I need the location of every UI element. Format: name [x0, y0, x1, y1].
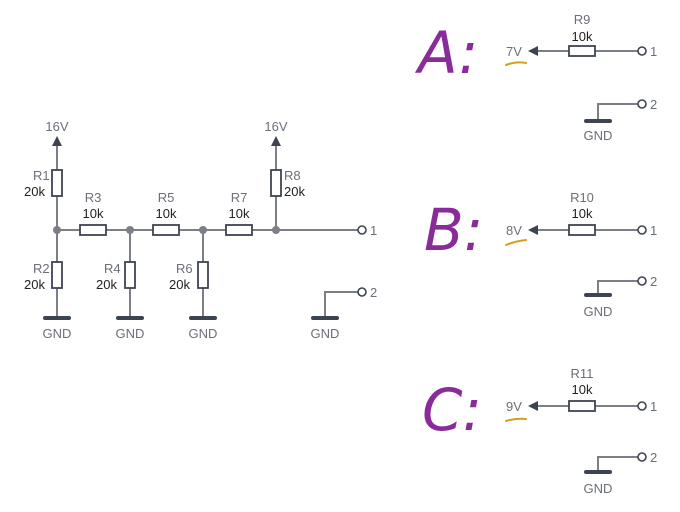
option-c-voltage: 9V	[506, 399, 522, 414]
r5-value: 10k	[156, 206, 177, 221]
r7-value: 10k	[229, 206, 250, 221]
junction-dot	[53, 226, 61, 234]
r8-value: 20k	[284, 184, 305, 199]
option-b-gnd-wire	[597, 280, 638, 294]
option-b-term2-label: 2	[650, 274, 657, 289]
resistor-r7	[225, 224, 253, 236]
r1-value: 20k	[24, 184, 45, 199]
resistor-r10	[568, 224, 596, 236]
option-c-term1-label: 1	[650, 399, 657, 414]
r8-name: R8	[284, 168, 301, 183]
r11-value: 10k	[572, 382, 593, 397]
option-b-term1-label: 1	[650, 223, 657, 238]
r4-value: 20k	[96, 277, 117, 292]
r2-name: R2	[33, 261, 50, 276]
option-a-term2-label: 2	[650, 97, 657, 112]
option-b-underline	[505, 239, 527, 246]
resistor-r5	[152, 224, 180, 236]
resistor-r6	[197, 261, 209, 289]
resistor-r8	[270, 169, 282, 197]
main-circuit: 16V R1 20k R2 20k GND R3 10k R4 20k GND …	[24, 119, 377, 341]
option-b-terminal-1	[637, 225, 647, 235]
r2-value: 20k	[24, 277, 45, 292]
option-a-gnd-label: GND	[584, 128, 613, 143]
option-c-terminal-1	[637, 401, 647, 411]
resistor-r2	[51, 261, 63, 289]
option-c-gnd-wire	[597, 456, 638, 471]
r5-name: R5	[158, 190, 175, 205]
r10-value: 10k	[572, 206, 593, 221]
resistor-r1	[51, 169, 63, 197]
option-b: B: 8V R10 10k 1 2 GND	[424, 190, 657, 319]
resistor-r4	[124, 261, 136, 289]
option-c-underline	[505, 417, 527, 422]
resistor-r3	[79, 224, 107, 236]
gnd-label-4: GND	[311, 326, 340, 341]
terminal-2-wire	[324, 291, 358, 317]
junction-dot	[199, 226, 207, 234]
r9-name: R9	[574, 12, 591, 27]
terminal-2	[357, 287, 367, 297]
gnd-label-3: GND	[189, 326, 218, 341]
option-a-terminal-1	[637, 46, 647, 56]
option-a-gnd-wire	[597, 103, 638, 120]
gnd-label-2: GND	[116, 326, 145, 341]
option-c-letter: C:	[422, 376, 482, 444]
option-b-letter: B:	[424, 196, 483, 264]
r7-name: R7	[231, 190, 248, 205]
r4-name: R4	[104, 261, 121, 276]
option-c-gnd-label: GND	[584, 481, 613, 496]
option-a-terminal-2	[637, 99, 647, 109]
r6-value: 20k	[169, 277, 190, 292]
r3-value: 10k	[83, 206, 104, 221]
right-supply-arrow	[271, 136, 281, 146]
option-c-terminal-2	[637, 452, 647, 462]
right-supply-label: 16V	[264, 119, 287, 134]
resistor-r9	[568, 45, 596, 57]
terminal-1-label: 1	[370, 223, 377, 238]
r1-name: R1	[33, 168, 50, 183]
option-a-letter: A:	[414, 19, 478, 87]
option-c-arrow	[528, 401, 538, 411]
terminal-1	[357, 225, 367, 235]
junction-dot	[126, 226, 134, 234]
r3-name: R3	[85, 190, 102, 205]
junction-dot	[272, 226, 280, 234]
r10-name: R10	[570, 190, 594, 205]
left-supply-label: 16V	[45, 119, 68, 134]
r9-value: 10k	[572, 29, 593, 44]
option-c-term2-label: 2	[650, 450, 657, 465]
option-a-underline	[505, 61, 527, 66]
option-b-voltage: 8V	[506, 223, 522, 238]
option-c: C: 9V R11 10k 1 2 GND	[422, 366, 657, 496]
option-b-arrow	[528, 225, 538, 235]
option-a-arrow	[528, 46, 538, 56]
resistor-r11	[568, 400, 596, 412]
r6-name: R6	[176, 261, 193, 276]
left-supply-arrow	[52, 136, 62, 146]
r11-name: R11	[571, 366, 594, 381]
option-a-term1-label: 1	[650, 44, 657, 59]
terminal-2-label: 2	[370, 285, 377, 300]
option-b-terminal-2	[637, 276, 647, 286]
option-a-voltage: 7V	[506, 44, 522, 59]
option-b-gnd-label: GND	[584, 304, 613, 319]
gnd-label-1: GND	[43, 326, 72, 341]
option-a: A: 7V R9 10k 1 2 GND	[414, 12, 657, 143]
